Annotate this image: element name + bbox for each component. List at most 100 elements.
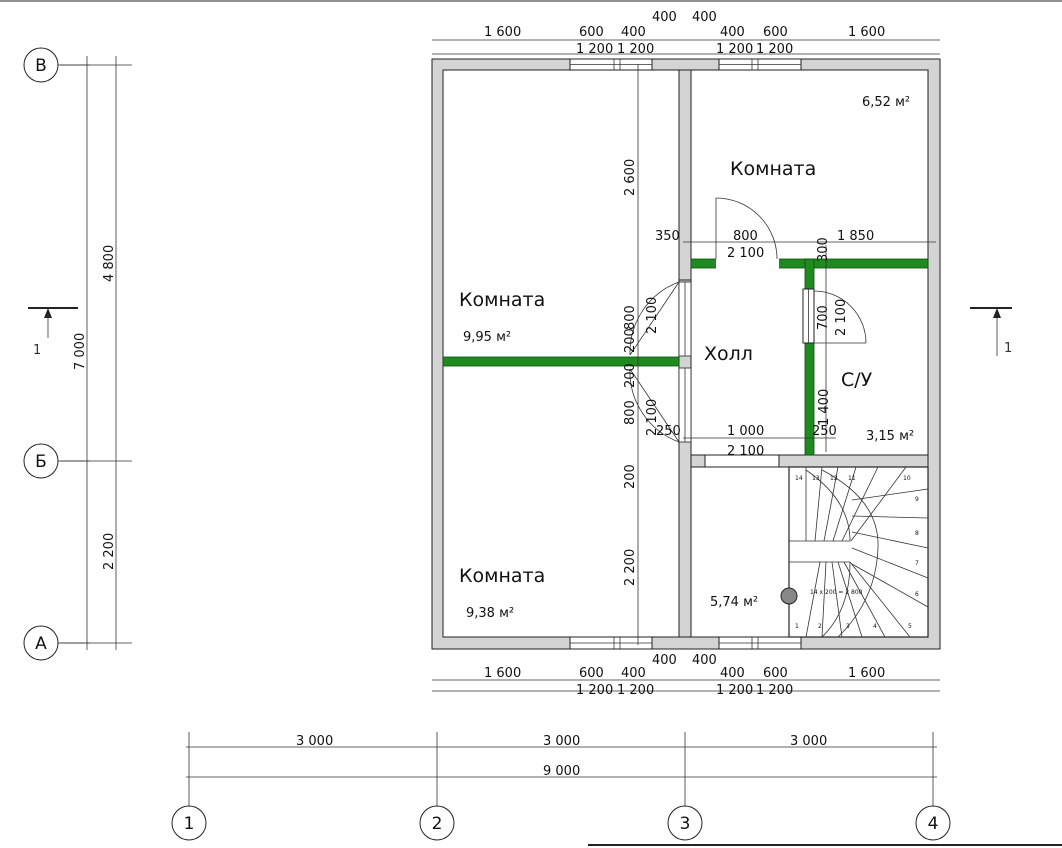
door-left-upper: [629, 281, 692, 357]
dim-1850: 1 850: [837, 229, 874, 244]
dim-bottom-7: 600: [763, 666, 788, 681]
section-label-left: 1: [33, 343, 41, 358]
dim-2100c: 2 100: [727, 246, 764, 261]
dim-door-2100a: 2 100: [645, 297, 660, 334]
column-axes: 1 2 3 4: [171, 732, 951, 841]
dim-top-5: 400: [692, 10, 717, 25]
dim-left-lower: 2 200: [102, 533, 117, 570]
room-name-bathroom: С/У: [841, 369, 873, 391]
room-name-left-lower: Комната: [459, 565, 545, 587]
section-marker-left: 1: [28, 307, 78, 358]
stair-step-number: 12: [830, 475, 838, 482]
room-area-left-lower: 9,38 м²: [466, 606, 514, 621]
dim-grid-span-3: 3 000: [790, 734, 827, 749]
dim-v-800b: 800: [623, 400, 638, 425]
dim-v-200a: 200: [623, 328, 638, 353]
dim-top-3: 400: [621, 25, 646, 40]
dim-top-open-1: 1 200: [576, 42, 613, 57]
partition-jog: [690, 454, 706, 468]
dim-2100d: 2 100: [834, 299, 849, 336]
dim-bottom-6: 400: [720, 666, 745, 681]
row-axis-b-marker: [23, 443, 59, 479]
stair-step-number: 10: [903, 475, 911, 482]
room-name-hall: Холл: [704, 343, 753, 365]
dim-700: 700: [816, 305, 831, 330]
stair-step-number: 14: [795, 475, 803, 482]
dim-top-open-3: 1 200: [716, 42, 753, 57]
door-top-room: [715, 197, 778, 260]
window-top-right: [718, 58, 802, 71]
dim-interior: 2 600 800 200 200 800 200 2 200 2 100 2 …: [623, 64, 936, 645]
door-left-lower: [629, 367, 692, 443]
door-bathroom: [813, 290, 867, 344]
dim-v-800a: 800: [623, 305, 638, 330]
dim-bottom-1: 1 600: [484, 666, 521, 681]
row-axis-a-label: А: [35, 634, 47, 654]
dim-bottom-8: 1 600: [848, 666, 885, 681]
dim-grid-span-1: 3 000: [296, 734, 333, 749]
section-marker-right: 1: [970, 307, 1012, 356]
stair-step-number: 11: [848, 475, 856, 482]
stair-step-number: 5: [908, 623, 912, 630]
dim-250b: 250: [812, 424, 837, 439]
stair-step-number: 2: [818, 623, 822, 630]
col-axis-3-label: 3: [680, 814, 691, 834]
dim-v-200c: 200: [623, 464, 638, 489]
row-axis-v-marker: [23, 47, 59, 83]
dim-left-upper: 4 800: [102, 245, 117, 282]
dim-door-2100b: 2 100: [645, 399, 660, 436]
green-partition-left: [442, 356, 680, 367]
dim-grid-span-2: 3 000: [543, 734, 580, 749]
dim-1000: 1 000: [727, 424, 764, 439]
dim-300: 300: [816, 237, 831, 262]
dim-left: 7 000 4 800 2 200: [60, 56, 132, 650]
room-name-left-upper: Комната: [459, 289, 545, 311]
room-area-left-upper: 9,95 м²: [463, 330, 511, 345]
dim-top-7: 600: [763, 25, 788, 40]
stair-step-number: 6: [915, 591, 919, 598]
window-top-left: [569, 58, 653, 71]
room-area-stair: 5,74 м²: [710, 595, 758, 610]
dim-top-open-2: 1 200: [617, 42, 654, 57]
dim-top-8: 1 600: [848, 25, 885, 40]
dim-v-2600: 2 600: [623, 159, 638, 196]
dim-top-4: 400: [652, 10, 677, 25]
row-axis-a-marker: [23, 625, 59, 661]
partition-upper: [678, 69, 692, 281]
green-partition-bath: [804, 258, 815, 456]
dim-bottom-2: 600: [579, 666, 604, 681]
col-axis-1-marker: [171, 805, 207, 841]
col-axis-1-label: 1: [184, 814, 195, 834]
stair-step-number: 7: [915, 560, 919, 567]
stair-step-number: 4: [873, 623, 877, 630]
stair-step-number: 8: [915, 530, 919, 537]
dim-v-2200: 2 200: [623, 549, 638, 586]
stair-note: 14 х 200 = 2 800: [810, 589, 863, 596]
dim-bottom-open-4: 1 200: [756, 683, 793, 698]
stair-step-number: 3: [846, 623, 850, 630]
window-bottom-right: [718, 636, 802, 650]
col-axis-3-marker: [667, 805, 703, 841]
dim-bottom-3: 400: [621, 666, 646, 681]
room-area-top-right: 6,52 м²: [862, 95, 910, 110]
stair-step-number: 9: [915, 496, 919, 503]
col-axis-2-label: 2: [432, 814, 443, 834]
dim-bottom-open-1: 1 200: [576, 683, 613, 698]
dim-v-200b: 200: [623, 363, 638, 388]
dim-bottom-open-2: 1 200: [617, 683, 654, 698]
room-area-bathroom: 3,15 м²: [866, 429, 914, 444]
col-axis-4-label: 4: [928, 814, 939, 834]
dim-left-total: 7 000: [73, 333, 88, 370]
dim-bottom-4: 400: [652, 653, 677, 668]
dim-1400: 1 400: [817, 389, 832, 426]
dim-top-2: 600: [579, 25, 604, 40]
stair-step-number: 1: [795, 623, 799, 630]
dim-grid-total: 9 000: [543, 764, 580, 779]
row-axis-b-label: Б: [35, 452, 47, 472]
room-name-top-right: Комната: [730, 158, 816, 180]
dim-bottom: 1 600 600 400 400 400 400 600 1 600 1 20…: [432, 653, 940, 698]
col-axis-4-marker: [915, 805, 951, 841]
dim-2100e: 2 100: [727, 444, 764, 459]
